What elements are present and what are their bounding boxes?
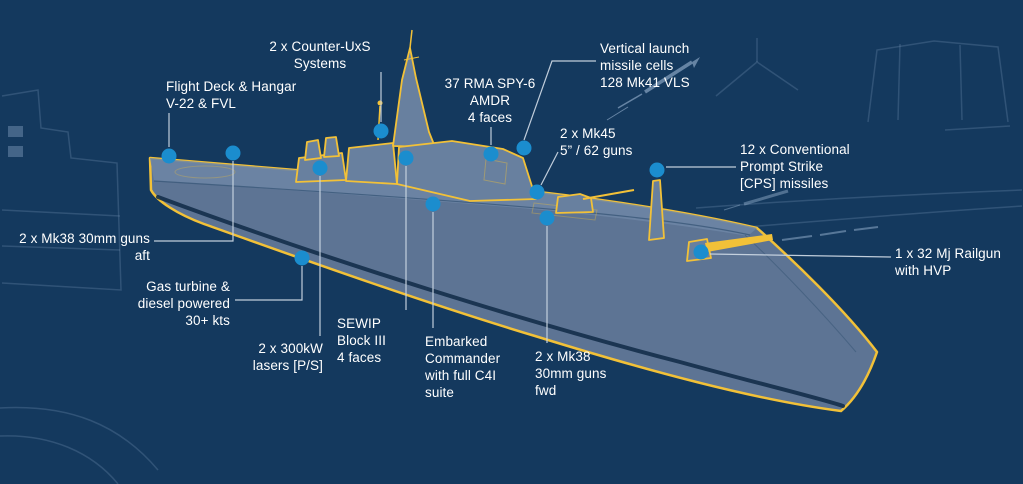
callout-label-railgun: 1 x 32 Mj Railgun with HVP bbox=[895, 246, 1002, 278]
railgun-projectile-streaks bbox=[781, 226, 879, 241]
callout-label-sewip: SEWIP Block III 4 faces bbox=[337, 316, 386, 365]
main-ship bbox=[148, 29, 879, 413]
leader-line-mk38-aft bbox=[154, 161, 234, 242]
marker-dot-mk45-guns bbox=[529, 184, 545, 200]
callout-label-mk38-fwd: 2 x Mk38 30mm guns fwd bbox=[535, 349, 607, 398]
flight-deck-marking bbox=[174, 165, 236, 179]
cps-missile-icon bbox=[723, 189, 789, 211]
marker-dot-mk38-aft bbox=[225, 145, 241, 161]
exhaust-stack bbox=[304, 139, 322, 161]
mast-antenna bbox=[403, 56, 420, 61]
cps-launcher bbox=[648, 179, 665, 241]
background-window bbox=[8, 146, 23, 157]
callout-label-cps-missiles: 12 x Conventional Prompt Strike [CPS] mi… bbox=[740, 142, 850, 191]
callout-label-propulsion: Gas turbine & diesel powered 30+ kts bbox=[137, 279, 230, 328]
exhaust-stack bbox=[323, 136, 340, 158]
spy6-panel bbox=[483, 158, 508, 185]
mk45-barrel bbox=[582, 189, 635, 200]
callout-label-mk45-guns: 2 x Mk45 5” / 62 guns bbox=[560, 126, 633, 158]
mast-spike bbox=[409, 29, 413, 49]
leader-line-propulsion bbox=[235, 266, 303, 301]
callout-label-flight-deck-hangar: Flight Deck & Hangar V-22 & FVL bbox=[166, 79, 297, 111]
leader-line-mk45-guns bbox=[540, 151, 559, 186]
railgun-barrel-icon bbox=[705, 234, 773, 252]
background-ship-right bbox=[695, 38, 1023, 229]
marker-dot-lasers bbox=[312, 160, 328, 176]
marker-dot-vls bbox=[516, 140, 532, 156]
bow-crease bbox=[744, 234, 857, 353]
marker-dot-flight-deck-hangar bbox=[161, 148, 177, 164]
marker-dot-embarked-commander bbox=[425, 196, 441, 212]
callout-label-spy6-radar: 37 RMA SPY-6 AMDR 4 faces bbox=[444, 76, 536, 125]
marker-dot-propulsion bbox=[294, 250, 310, 266]
leader-line-vls bbox=[523, 60, 596, 141]
callout-label-embarked-commander: Embarked Commander with full C4I suite bbox=[425, 334, 501, 400]
marker-dot-sewip bbox=[398, 150, 414, 166]
callout-label-vls: Vertical launch missile cells 128 Mk41 V… bbox=[600, 41, 690, 90]
leader-line-railgun bbox=[709, 253, 892, 258]
background-ship-bottom-left bbox=[0, 406, 159, 484]
waterline bbox=[156, 195, 845, 408]
marker-dot-cps-missiles bbox=[649, 162, 665, 178]
callout-label-mk38-aft: 2 x Mk38 30mm guns aft bbox=[19, 231, 150, 263]
callout-label-counter-uxs: 2 x Counter-UxS Systems bbox=[269, 39, 371, 71]
marker-dot-mk38-fwd bbox=[539, 210, 555, 226]
marker-dot-railgun bbox=[693, 244, 709, 260]
callout-label-lasers: 2 x 300kW lasers [P/S] bbox=[252, 341, 323, 373]
deck-edge-line bbox=[153, 180, 751, 236]
background-ship-left bbox=[1, 89, 122, 291]
marker-dot-spy6-radar bbox=[483, 146, 499, 162]
bridge-block bbox=[396, 140, 537, 202]
missile-icon bbox=[606, 57, 700, 121]
background-window bbox=[8, 126, 23, 137]
marker-dot-counter-uxs bbox=[373, 123, 389, 139]
